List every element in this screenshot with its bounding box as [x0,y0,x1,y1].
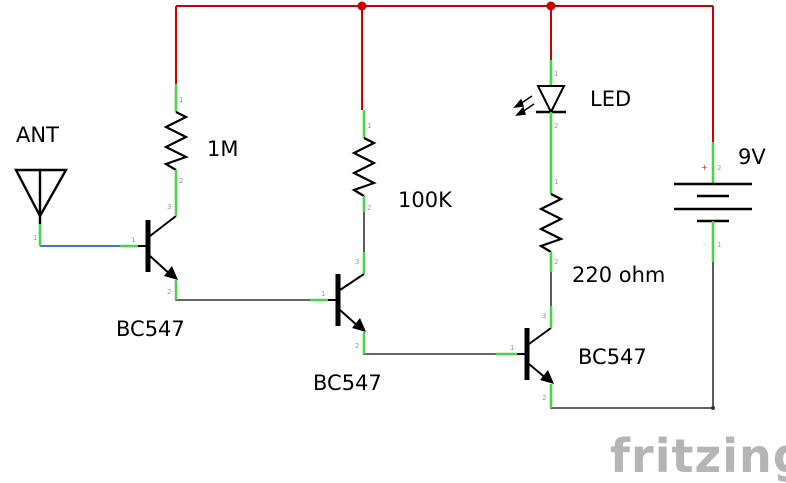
resistor-1m-zigzag [163,111,189,171]
signal-wires [175,196,714,409]
battery-symbol [674,182,752,223]
pin-number: 1 [321,290,325,298]
transistor-3-label: BC547 [578,345,647,369]
pin-number: 3 [542,312,546,320]
antenna-symbol [14,168,69,224]
pin-number: 1 [554,70,558,78]
pin-number: 2 [717,164,721,172]
pin-number: 1 [131,236,135,244]
junction-dot [546,1,556,11]
led-triangle [536,85,566,115]
transistor-1-label: BC547 [116,317,185,341]
pin-number: 1 [717,241,721,249]
transistor-1-symbol [138,215,178,280]
battery-minus-sign: - [703,241,706,249]
led-label: LED [590,87,631,111]
pin-number: 1 [33,234,37,242]
pin-number: 2 [554,258,558,266]
wire-t3-emitter-to-ground [550,386,713,409]
transistor-2-label: BC547 [313,371,382,395]
resistor-100k-zigzag [351,137,377,197]
wire-t2-emitter-to-t3-base [363,332,510,355]
pin-number: 1 [510,344,514,352]
resistor-100k-label: 100K [398,188,453,212]
junction-dot [357,1,367,11]
pin-number: 1 [554,178,558,186]
pin-number: 2 [554,122,558,130]
pin-number: 3 [355,258,359,266]
pin-number: 1 [367,122,371,130]
pin-number: 2 [542,394,546,402]
fritzing-watermark: fritzing [610,429,786,483]
battery-label: 9V [738,145,766,169]
wire-t1-emitter-to-t2-base [175,282,320,301]
resistor-220-zigzag [538,193,564,253]
antenna-label: ANT [16,123,59,147]
pin-number: 1 [179,96,183,104]
led-light-arrows [513,95,535,116]
battery-plus-sign: + [701,163,708,172]
pin-number: 2 [167,288,171,296]
transistor-3-symbol [517,327,554,384]
pin-number: 2 [179,177,183,185]
pin-number: 2 [355,342,359,350]
pin-number: 3 [167,203,171,211]
power-rail-wires [175,5,714,142]
junction-dot [711,406,715,410]
resistor-220-label: 220 ohm [572,263,665,287]
resistor-1m-label: 1M [207,137,238,161]
transistor-2-symbol [328,273,366,332]
pin-number: 2 [367,204,371,212]
